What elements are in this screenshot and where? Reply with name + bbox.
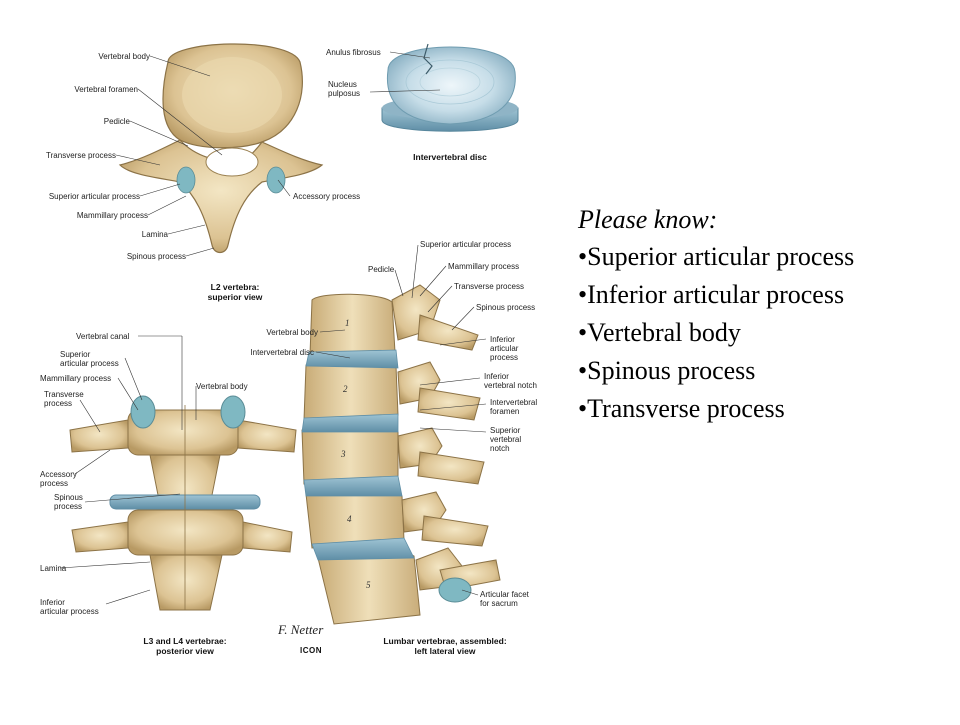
lateral-vertebral-bodies: [301, 293, 421, 625]
intervertebral-disc-drawing: [381, 43, 519, 132]
caption-l2-superior-view: L2 vertebra: superior view: [207, 282, 263, 302]
label-anulus-fibrosus: Anulus fibrosus: [326, 48, 381, 57]
label-superior-articular-process: Superior articular process: [48, 192, 140, 201]
label-posterior-inferior-articular-process: Inferior articular process: [40, 598, 99, 616]
bullet-superior-articular-process: •Superior articular process: [578, 242, 855, 271]
label-lateral-inferior-articular-process: Inferior articular process: [490, 335, 519, 362]
label-posterior-lamina: Lamina: [40, 564, 67, 573]
lateral-discs: [301, 349, 415, 561]
please-know-list: Please know: •Superior articular process…: [578, 202, 948, 428]
label-mammillary-process: Mammillary process: [76, 211, 148, 220]
label-vertebral-body: Vertebral body: [98, 52, 150, 61]
articular-facet-for-sacrum-shape: [438, 577, 472, 603]
label-posterior-transverse-process: Transverse process: [44, 390, 84, 408]
bullet-list: •Superior articular process •Inferior ar…: [578, 238, 948, 428]
label-posterior-superior-articular-process: Superior articular process: [60, 350, 119, 368]
vertebra-number-5: 5: [366, 580, 371, 590]
label-posterior-vertebral-body: Vertebral body: [196, 382, 248, 391]
label-lateral-pedicle: Pedicle: [368, 265, 395, 274]
l2-superior-view-drawing: [118, 43, 324, 254]
label-transverse-process: Transverse process: [46, 151, 116, 160]
label-accessory-process: Accessory process: [293, 192, 361, 201]
label-lateral-inferior-vertebral-notch: Inferior vertebral notch: [484, 372, 537, 390]
caption-posterior-view: L3 and L4 vertebrae: posterior view: [143, 636, 227, 656]
lateral-view-drawing: [301, 284, 501, 625]
bullet-transverse-process: •Transverse process: [578, 394, 785, 423]
label-lateral-intervertebral-foramen: Intervertebral foramen: [490, 398, 538, 416]
posterior-view-drawing: [69, 395, 297, 611]
label-vertebral-canal: Vertebral canal: [76, 332, 130, 341]
vertebra-number-1: 1: [345, 318, 350, 328]
label-posterior-mammillary-process: Mammillary process: [40, 374, 112, 383]
leader-lines: [59, 51, 487, 605]
label-lateral-superior-vertebral-notch: Superior vertebral notch: [490, 426, 522, 453]
label-lateral-spinous-process: Spinous process: [476, 303, 536, 312]
lateral-posterior-elements: [391, 284, 501, 591]
artist-signature: F. Netter: [278, 622, 324, 637]
label-lateral-superior-articular-process: Superior articular process: [420, 240, 512, 249]
label-posterior-accessory-process: Accessory process: [40, 470, 77, 488]
label-lateral-vertebral-body: Vertebral body: [266, 328, 318, 337]
vertebra-number-4: 4: [347, 514, 352, 524]
label-posterior-spinous-process: Spinous process: [54, 493, 83, 511]
label-pedicle: Pedicle: [103, 117, 130, 126]
bullet-spinous-process: •Spinous process: [578, 356, 756, 385]
caption-intervertebral-disc: Intervertebral disc: [413, 152, 487, 162]
caption-lateral-view: Lumbar vertebrae, assembled: left latera…: [383, 636, 507, 656]
bullet-vertebral-body: •Vertebral body: [578, 318, 741, 347]
label-lateral-intervertebral-disc: Intervertebral disc: [250, 348, 314, 357]
label-nucleus-pulposus: Nucleus pulposus: [328, 80, 361, 98]
bullet-inferior-articular-process: •Inferior articular process: [578, 280, 845, 309]
vertebra-number-2: 2: [343, 384, 348, 394]
label-spinous-process: Spinous process: [126, 252, 186, 261]
vertebral-foramen-shape: [205, 147, 259, 177]
publisher-logo: ICON: [300, 646, 322, 655]
label-lateral-mammillary-process: Mammillary process: [448, 262, 520, 271]
label-lateral-transverse-process: Transverse process: [454, 282, 524, 291]
please-know-heading: Please know:: [578, 205, 718, 234]
vertebra-number-3: 3: [341, 449, 346, 459]
label-vertebral-foramen: Vertebral foramen: [74, 85, 138, 94]
label-lamina: Lamina: [141, 230, 168, 239]
label-lateral-articular-facet-for-sacrum: Articular facet for sacrum: [480, 590, 529, 608]
